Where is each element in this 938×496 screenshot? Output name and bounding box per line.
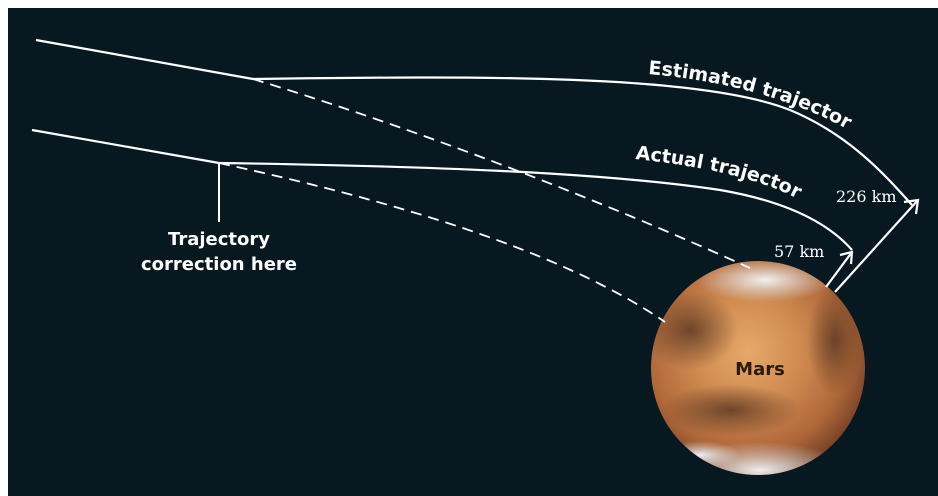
estimated-trajectory-label: Estimated trajectory xyxy=(0,0,856,134)
correction-label-line1: Trajectory xyxy=(168,229,270,250)
actual-trajectory-path xyxy=(218,161,853,251)
actual-trajectory-dashed xyxy=(218,162,666,323)
distance-arrow-226 xyxy=(834,199,919,293)
distance-label-57: 57 km xyxy=(774,242,824,261)
distance-label-226: 226 km xyxy=(836,187,897,206)
distance-arrowhead-226 xyxy=(903,198,920,215)
actual-trajectory-incoming xyxy=(31,128,220,165)
distance-arrowhead-57 xyxy=(839,250,854,265)
estimated-trajectory-incoming xyxy=(35,38,254,81)
estimated-trajectory-dashed xyxy=(252,78,751,269)
correction-label-line2: correction here xyxy=(141,254,297,275)
estimated-trajectory-path xyxy=(252,76,913,206)
distance-arrow-57 xyxy=(825,251,853,288)
mars-label: Mars xyxy=(735,359,785,380)
actual-trajectory-label: Actual trajectory xyxy=(0,0,806,203)
